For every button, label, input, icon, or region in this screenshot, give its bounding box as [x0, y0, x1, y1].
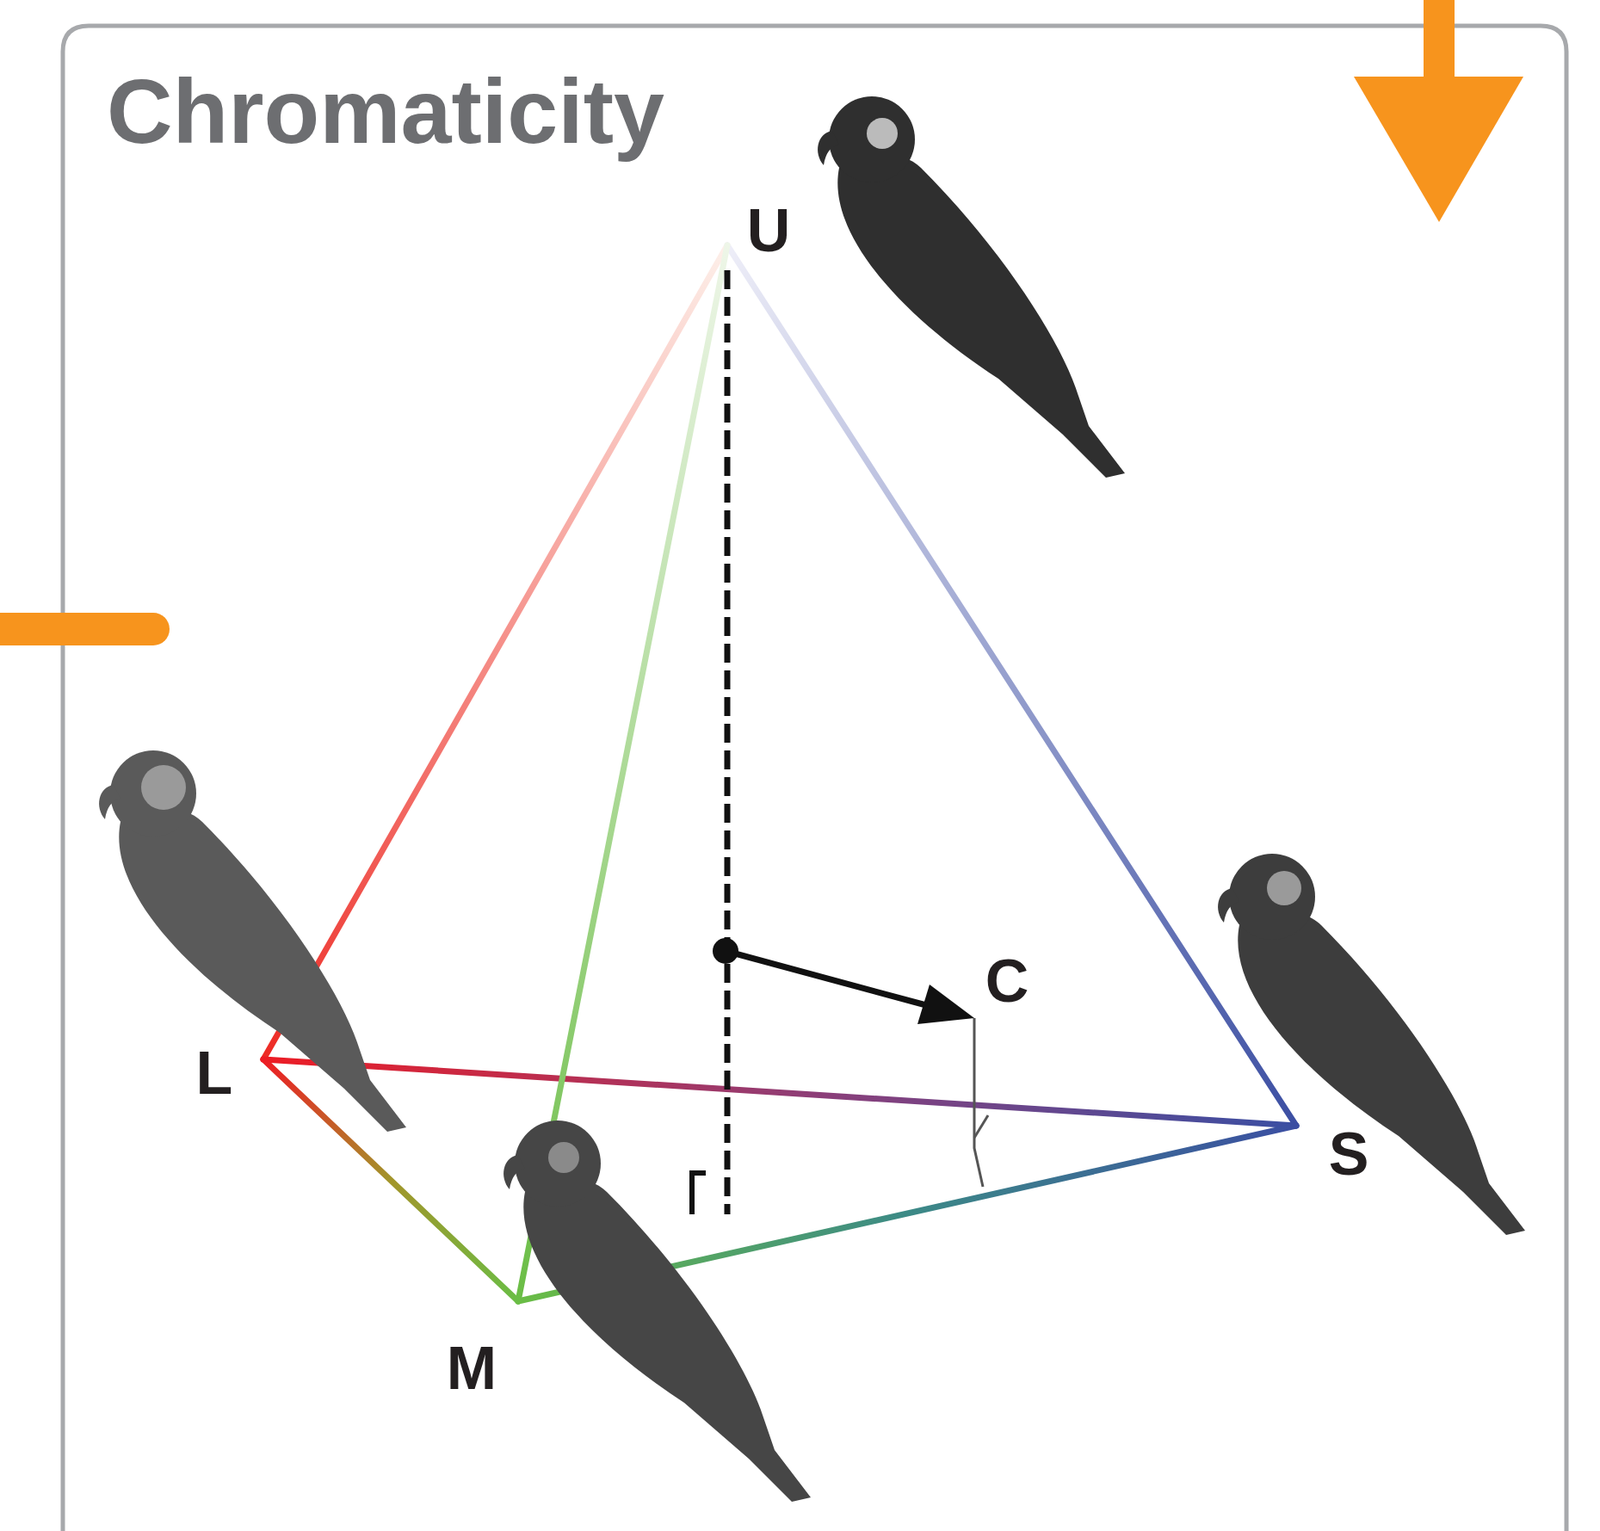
bird-silhouette [1217, 853, 1526, 1236]
chroma-vector [725, 951, 927, 1006]
projection-line [974, 1018, 983, 1187]
bird-patch [1266, 871, 1302, 906]
vertex-label: L [196, 1043, 234, 1104]
vertex-label: U [747, 200, 791, 261]
bird-patch [141, 765, 186, 810]
orange-arrow-head [1353, 76, 1524, 223]
bird-silhouette [98, 750, 407, 1132]
orange-arrow-shaft [1423, 0, 1455, 82]
right-angle-mark [691, 1173, 706, 1215]
orange-tab [0, 612, 154, 646]
panel-title: Chromaticity [106, 65, 665, 157]
bird-patch [866, 117, 898, 149]
tetrahedron-edges [263, 245, 1297, 1302]
bird-silhouette [503, 1120, 811, 1502]
right-angle-tick [974, 1115, 989, 1138]
vertex-label: C [985, 951, 1030, 1012]
bird-silhouette [817, 96, 1125, 478]
achromatic-axis [724, 270, 731, 1215]
vertex-label: S [1328, 1124, 1370, 1185]
panel-frame [62, 25, 1567, 1531]
achromatic-point [712, 938, 739, 964]
arrowhead [917, 984, 975, 1025]
bird-patch [548, 1142, 580, 1174]
vertex-label: M [446, 1338, 497, 1399]
